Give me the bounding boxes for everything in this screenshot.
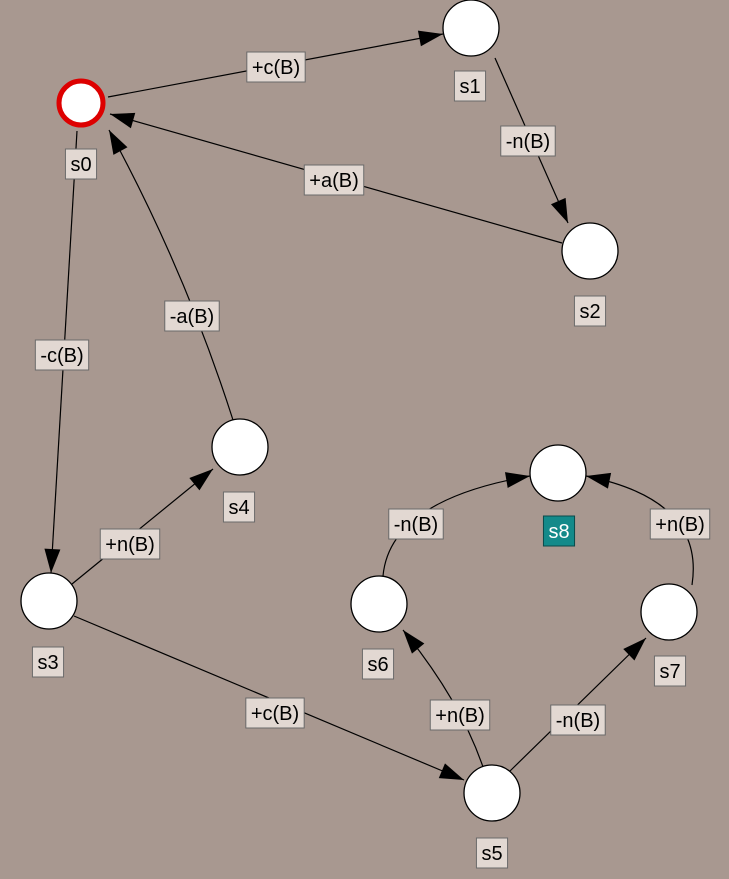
arrow-head-s4-s0 [109, 130, 128, 155]
arrow-head-s1-s2 [550, 197, 568, 223]
state-label-s4-box [222, 491, 256, 523]
transition-label-s7-s8-text: +n(B) [655, 514, 704, 536]
transition-label-s3-s4-box [99, 528, 161, 560]
state-node-s1[interactable] [442, 0, 500, 57]
state-label-s3-box [31, 646, 65, 678]
transition-label-s0-s1[interactable]: +c(B) [246, 51, 306, 83]
transition-label-s3-s4-text: +n(B) [105, 534, 154, 556]
state-label-s2-box [573, 295, 607, 327]
transition-label-s5-s6[interactable]: +n(B) [429, 699, 491, 731]
edge-line-s4-s0 [108, 129, 234, 421]
transition-s3-s4 [71, 468, 214, 585]
arrow-head-s0-s1 [417, 30, 443, 47]
state-node-s2[interactable] [561, 222, 619, 280]
transition-label-s6-s8[interactable]: -n(B) [388, 508, 444, 540]
state-node-s3[interactable] [20, 572, 78, 630]
transition-label-s1-s2-text: -n(B) [506, 131, 550, 153]
arrow-head-s2-s0 [110, 112, 136, 129]
transition-label-s5-s7-text: -n(B) [556, 710, 600, 732]
arrow-head-s5-s7 [623, 638, 646, 661]
state-label-s5-box [475, 837, 509, 869]
state-label-s3[interactable]: s3 [31, 646, 65, 678]
transition-label-s0-s3[interactable]: -c(B) [34, 339, 90, 371]
arrow-head-s6-s8 [504, 472, 530, 488]
transition-label-s2-s0-box [303, 164, 365, 196]
transition-label-s3-s4[interactable]: +n(B) [99, 528, 161, 560]
state-label-s1-text: s1 [459, 76, 480, 98]
transition-label-s0-s1-text: +c(B) [252, 57, 300, 79]
state-node-s8[interactable] [529, 444, 587, 502]
arrow-head-s0-s3 [44, 548, 61, 573]
state-label-s5-text: s5 [481, 843, 502, 865]
state-node-s4[interactable] [211, 418, 269, 476]
transition-label-s3-s5[interactable]: +c(B) [245, 697, 305, 729]
state-label-s7[interactable]: s7 [653, 655, 687, 687]
transition-label-s3-s5-text: +c(B) [251, 703, 299, 725]
state-label-s0-box [64, 148, 98, 180]
labels-layer: +c(B) -n(B) +a(B) -c(B) -a(B) +n(B) +c(B) +n(B)… [31, 51, 711, 869]
state-label-s4-text: s4 [228, 497, 249, 519]
state-label-s1-box [453, 70, 487, 102]
state-label-s2-text: s2 [579, 301, 600, 323]
transition-label-s0-s3-box [34, 339, 90, 371]
state-node-s5[interactable] [463, 764, 521, 822]
transition-label-s7-s8[interactable]: +n(B) [649, 508, 711, 540]
state-label-s0[interactable]: s0 [64, 148, 98, 180]
transition-s4-s0 [108, 129, 234, 421]
transition-label-s4-s0-text: -a(B) [170, 306, 214, 328]
transition-label-s1-s2-box [500, 125, 556, 157]
transition-label-s5-s7[interactable]: -n(B) [550, 704, 606, 736]
state-label-s1[interactable]: s1 [453, 70, 487, 102]
state-label-s6-text: s6 [367, 654, 388, 676]
arrow-head-s3-s4 [189, 469, 213, 491]
transition-label-s0-s1-box [246, 51, 306, 83]
arrow-head-s7-s8 [586, 472, 612, 489]
transition-label-s6-s8-box [388, 508, 444, 540]
state-label-s6[interactable]: s6 [361, 648, 395, 680]
state-node-s7[interactable] [640, 583, 698, 641]
state-label-s0-text: s0 [70, 154, 91, 176]
transition-label-s0-s3-text: -c(B) [40, 345, 83, 367]
transition-label-s3-s5-box [245, 697, 305, 729]
states-layer [20, 0, 698, 822]
transition-label-s7-s8-box [649, 508, 711, 540]
state-node-s6[interactable] [350, 575, 408, 633]
state-label-s6-box [361, 648, 395, 680]
edge-line-s3-s4 [71, 468, 214, 585]
arrow-head-s3-s5 [438, 763, 464, 780]
state-label-s7-text: s7 [659, 661, 680, 683]
state-label-s3-text: s3 [37, 652, 58, 674]
state-label-s2[interactable]: s2 [573, 295, 607, 327]
state-label-s5[interactable]: s5 [475, 837, 509, 869]
arrow-head-s5-s6 [403, 630, 425, 654]
transition-label-s5-s6-text: +n(B) [435, 705, 484, 727]
transition-label-s1-s2[interactable]: -n(B) [500, 125, 556, 157]
state-label-s7-box [653, 655, 687, 687]
state-label-s8-box [542, 515, 576, 547]
transition-s5-s6 [402, 629, 484, 768]
transition-label-s5-s7-box [550, 704, 606, 736]
transition-label-s5-s6-box [429, 699, 491, 731]
transition-label-s2-s0[interactable]: +a(B) [303, 164, 365, 196]
state-node-s0[interactable] [56, 78, 106, 128]
transition-label-s2-s0-text: +a(B) [309, 170, 358, 192]
state-label-s4[interactable]: s4 [222, 491, 256, 523]
transition-label-s4-s0[interactable]: -a(B) [164, 300, 220, 332]
state-label-s8-text: s8 [548, 521, 569, 543]
state-label-s8[interactable]: s8 [542, 515, 576, 547]
transition-label-s4-s0-box [164, 300, 220, 332]
transition-label-s6-s8-text: -n(B) [394, 514, 438, 536]
